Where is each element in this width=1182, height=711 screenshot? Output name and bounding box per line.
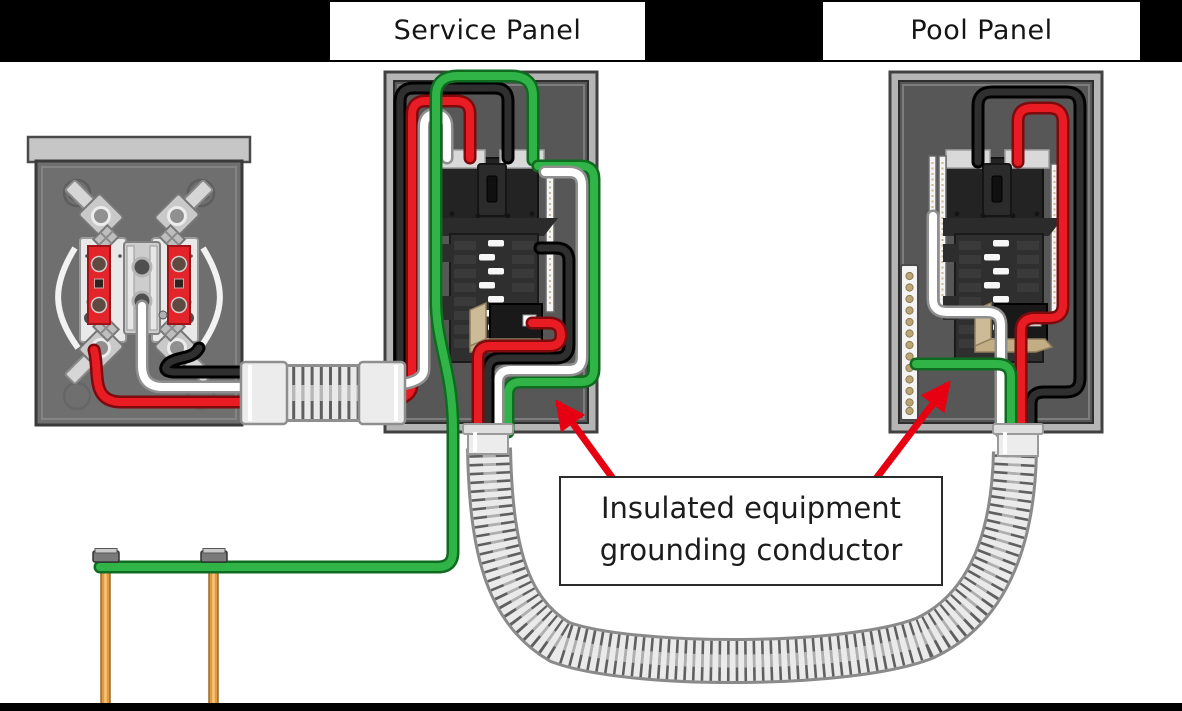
meter-jaw-strips — [87, 245, 191, 325]
pool-panel-label: Pool Panel — [823, 2, 1140, 60]
service-pool-feed-wires — [471, 159, 601, 439]
meter-wires — [87, 299, 307, 409]
annotation-line-2: grounding conductor — [599, 533, 903, 567]
meter-lug-top-right — [154, 179, 214, 239]
service-panel-label: Service Panel — [330, 2, 645, 60]
pool-panel-wires — [909, 85, 1087, 439]
ground-rods — [100, 559, 219, 711]
annotation-box: Insulated equipment grounding conductor — [559, 476, 943, 586]
flex-conduit-loop — [466, 445, 1038, 684]
pool-ground-bar — [900, 264, 919, 421]
service-panel-hub — [462, 423, 514, 455]
annotation-line-1: Insulated equipment — [600, 491, 902, 525]
arrow-to-service-ground-wire — [555, 399, 617, 483]
bottom-border-bar — [0, 703, 1182, 711]
meter-lug-top-left — [64, 179, 124, 239]
meter-wing-clip-right — [197, 246, 223, 350]
conduit-collar-left — [239, 360, 289, 426]
grounding-electrode-conductor — [93, 69, 540, 574]
ground-rod-clamps — [92, 548, 228, 563]
meter-cap — [26, 135, 252, 164]
wiring — [87, 69, 1087, 574]
meter-service-conduit — [239, 360, 407, 426]
annotation-arrows — [555, 380, 951, 483]
arrow-to-pool-ground-wire — [872, 380, 951, 483]
conduit-collar-right — [357, 360, 407, 426]
service-panel-label-text: Service Panel — [393, 15, 582, 46]
pool-panel-label-text: Pool Panel — [910, 15, 1053, 46]
pool-main-breaker — [942, 149, 1050, 221]
meter-wing-clip-left — [55, 246, 81, 350]
pool-panel-hub — [992, 423, 1044, 457]
